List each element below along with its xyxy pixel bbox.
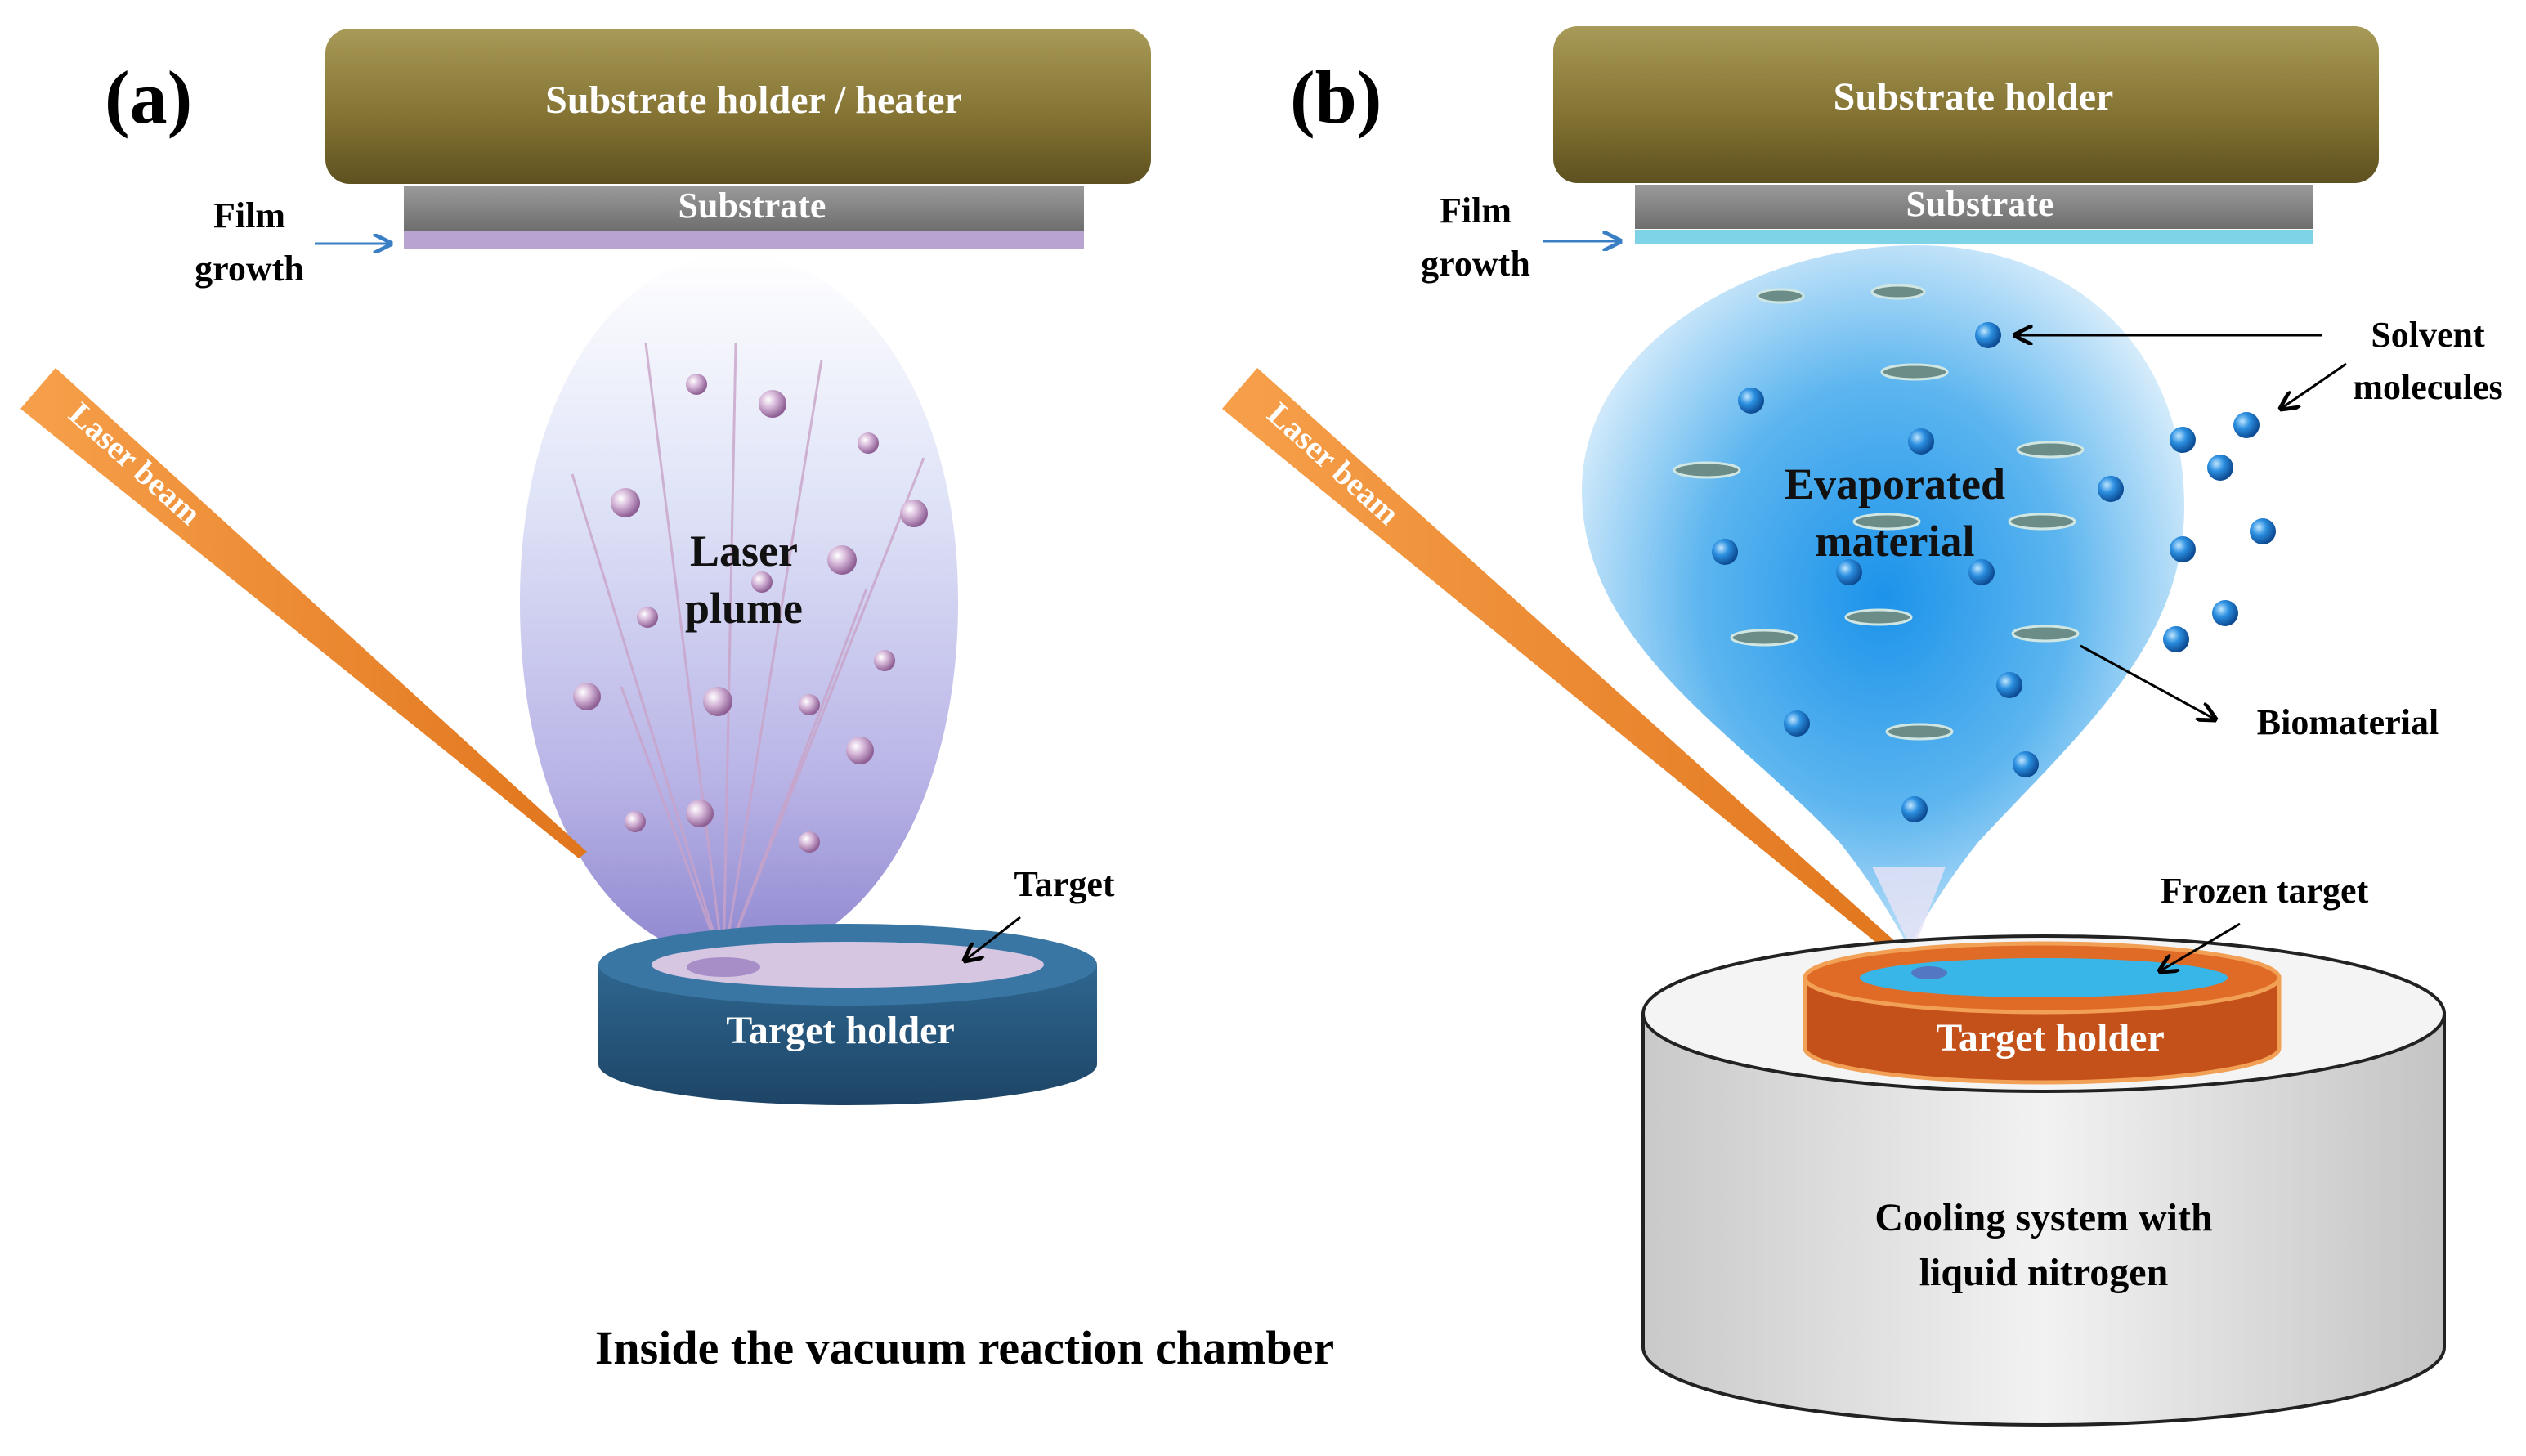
biomaterial-discs [1673, 284, 2085, 741]
plume-tail-glow [1872, 867, 1946, 952]
solvent-arrow-2 [2281, 362, 2347, 409]
cooling-system-label-line1: Cooling system with [1874, 1196, 2212, 1239]
substrate [404, 186, 1084, 231]
film-growth-b-label-line1: Film [1440, 190, 1512, 231]
panel-b-label: (b) [1290, 56, 1382, 139]
laser-beam [20, 368, 587, 858]
evaporated-material-plume [1582, 245, 2184, 948]
film-growth-label-line2: growth [195, 249, 304, 289]
evaporated-material-label-line2: material [1816, 517, 1975, 566]
cooling-system-label-line2: liquid nitrogen [1919, 1251, 2169, 1294]
film-growth-b-label-line2: growth [1421, 244, 1530, 284]
substrate-holder-heater-label: Substrate holder / heater [545, 78, 962, 122]
frozen-target-arrow [2160, 922, 2241, 971]
target-label: Target [1014, 864, 1114, 904]
laser-plume [519, 253, 959, 961]
substrate-label: Substrate [679, 186, 826, 226]
target-holder-b-label: Target holder [1936, 1016, 2165, 1060]
target-holder-label: Target holder [726, 1009, 955, 1052]
evaporated-material-label-line1: Evaporated [1785, 459, 2005, 508]
substrate-holder [1553, 26, 2379, 183]
frozen-target-label: Frozen target [2161, 871, 2369, 911]
target-arrow [965, 916, 1021, 961]
plume-trajectories [571, 343, 925, 965]
target-disc [652, 942, 1044, 988]
film-layer [404, 231, 1084, 249]
biomaterial-arrow [2080, 644, 2215, 719]
panel-a-label: (a) [105, 56, 192, 139]
plume-particles [573, 374, 928, 853]
frozen-target-disc [1860, 958, 2228, 997]
substrate-holder-label: Substrate holder [1834, 75, 2114, 119]
substrate-holder-heater [325, 29, 1151, 184]
laser-beam-b [1222, 368, 1921, 971]
solvent-molecules [1712, 322, 2276, 822]
solvent-molecules-label-line2: molecules [2353, 367, 2502, 407]
caption: Inside the vacuum reaction chamber [595, 1321, 1334, 1374]
laser-plume-label-line1: Laser [690, 526, 798, 576]
film-growth-label-line1: Film [213, 195, 285, 235]
solvent-molecules-label-line1: Solvent [2371, 315, 2485, 355]
laser-beam-b-label: Laser beam [1261, 395, 1407, 532]
panel-b: (b) Substrate holder Substrate Film grow… [1222, 26, 2503, 1427]
target-holder-b [1803, 941, 2282, 1085]
panel-a: (a) Substrate holder / heater Substrate … [20, 29, 1151, 1105]
substrate-b [1635, 185, 2313, 229]
film-layer-b [1635, 230, 2313, 244]
substrate-b-label: Substrate [1906, 184, 2054, 224]
laser-beam-label: Laser beam [62, 395, 208, 532]
laser-plume-label-line2: plume [685, 584, 803, 633]
biomaterial-label: Biomaterial [2257, 702, 2439, 742]
